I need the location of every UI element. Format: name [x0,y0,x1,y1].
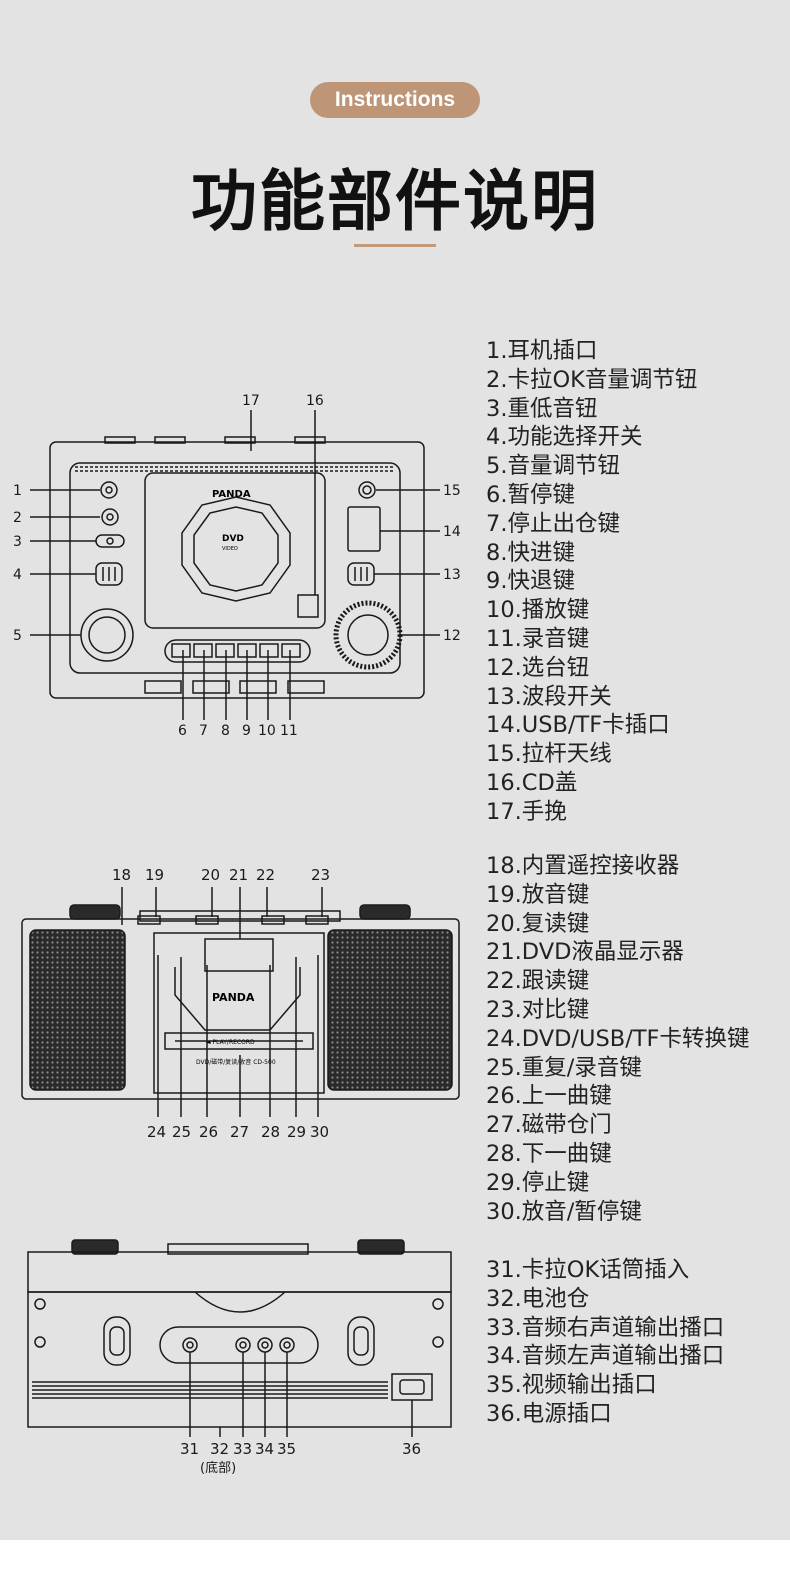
label-20: 20 [201,866,220,884]
list-item: 8.快进键 [486,539,575,566]
top-parts-list: 18.内置遥控接收器 19.放音键 20.复读键 21.DVD液晶显示器 22.… [486,852,749,1226]
label-33: 33 [233,1440,252,1458]
label-30: 30 [310,1123,329,1141]
list-item: 28.下一曲键 [486,1140,612,1167]
label-5: 5 [13,628,22,644]
label-18: 18 [112,866,131,884]
label-11: 11 [280,723,298,739]
list-item: 27.磁带仓门 [486,1112,612,1139]
list-item: 35.视频输出插口 [486,1372,657,1399]
list-item: 5.音量调节钮 [486,453,620,480]
label-35: 35 [277,1440,296,1458]
label-1: 1 [13,483,22,499]
list-item: 36.电源插口 [486,1400,612,1427]
front-disc-sub: VIDEO [222,546,238,552]
top-view-diagram: PANDA ◄ PLAY/RECORD DVD/磁带/复读/收音 CD-500 … [21,866,460,1141]
deck-label: ◄ PLAY/RECORD [206,1039,255,1046]
label-16: 16 [306,393,324,409]
list-item: 26.上一曲键 [486,1083,612,1110]
label-22: 22 [256,866,275,884]
label-29: 29 [287,1123,306,1141]
label-2: 2 [13,510,22,526]
label-24: 24 [147,1123,166,1141]
label-26: 26 [199,1123,218,1141]
label-8: 8 [221,723,230,739]
list-item: 1.耳机插口 [486,338,598,364]
list-item: 21.DVD液晶显示器 [486,939,684,966]
list-item: 3.重低音钮 [486,395,598,422]
list-item: 7.停止出仓键 [486,510,620,537]
front-view-diagram: PANDA DVD VIDEO 1 2 3 4 5 6 7 8 9 10 11 … [13,393,461,739]
bottom-margin [0,1540,790,1595]
top-brand: PANDA [212,991,255,1004]
list-item: 12.选台钮 [486,654,590,681]
list-item: 19.放音键 [486,881,590,908]
list-item: 17.手挽 [486,798,567,825]
list-item: 6.暂停键 [486,481,575,508]
instructions-badge: Instructions [310,82,480,118]
label-19: 19 [145,866,164,884]
list-item: 13.波段开关 [486,683,612,710]
label-27: 27 [230,1123,249,1141]
list-item: 25.重复/录音键 [486,1054,642,1081]
list-item: 11.录音键 [486,625,590,652]
front-disc-logo: DVD [222,534,244,544]
label-23: 23 [311,866,330,884]
label-21: 21 [229,866,248,884]
label-14: 14 [443,524,461,540]
label-3: 3 [13,534,22,550]
label-12: 12 [443,628,461,644]
label-9: 9 [242,723,251,739]
label-31: 31 [180,1440,199,1458]
label-28: 28 [261,1123,280,1141]
list-item: 2.卡拉OK音量调节钮 [486,366,698,393]
label-25: 25 [172,1123,191,1141]
list-item: 15.拉杆天线 [486,741,612,768]
front-parts-list: 1.耳机插口 2.卡拉OK音量调节钮 3.重低音钮 4.功能选择开关 5.音量调… [486,337,697,827]
list-item: 20.复读键 [486,910,590,937]
label-34: 34 [255,1440,274,1458]
label-6: 6 [178,723,187,739]
label-13: 13 [443,567,461,583]
list-item: 33.音频右声道输出播口 [486,1314,725,1341]
label-15: 15 [443,483,461,499]
back-parts-list: 31.卡拉OK话筒插入 32.电池仓 33.音频右声道输出播口 34.音频左声道… [486,1256,724,1429]
label-32: 32 [210,1440,229,1458]
bottom-note: (底部) [200,1460,236,1476]
label-10: 10 [258,723,276,739]
list-item: 18.内置遥控接收器 [486,853,680,879]
front-brand: PANDA [212,489,251,500]
list-item: 31.卡拉OK话筒插入 [486,1257,690,1283]
list-item: 32.电池仓 [486,1285,590,1312]
page-title: 功能部件说明 [191,163,599,240]
list-item: 16.CD盖 [486,769,578,796]
list-item: 9.快退键 [486,568,575,595]
back-view-diagram: 31 32 33 34 35 36 (底部) [27,1239,452,1476]
list-item: 22.跟读键 [486,968,590,995]
label-7: 7 [199,723,208,739]
list-item: 4.功能选择开关 [486,424,643,451]
list-item: 23.对比键 [486,996,590,1023]
list-item: 10.播放键 [486,597,590,624]
list-item: 24.DVD/USB/TF卡转换键 [486,1025,750,1052]
label-4: 4 [13,567,22,583]
list-item: 14.USB/TF卡插口 [486,712,670,739]
model-label: DVD/磁带/复读/收音 CD-500 [196,1058,276,1066]
title-underline [354,244,436,247]
label-17: 17 [242,393,260,409]
list-item: 34.音频左声道输出播口 [486,1343,725,1370]
label-36: 36 [402,1440,421,1458]
list-item: 29.停止键 [486,1169,590,1196]
list-item: 30.放音/暂停键 [486,1198,642,1225]
